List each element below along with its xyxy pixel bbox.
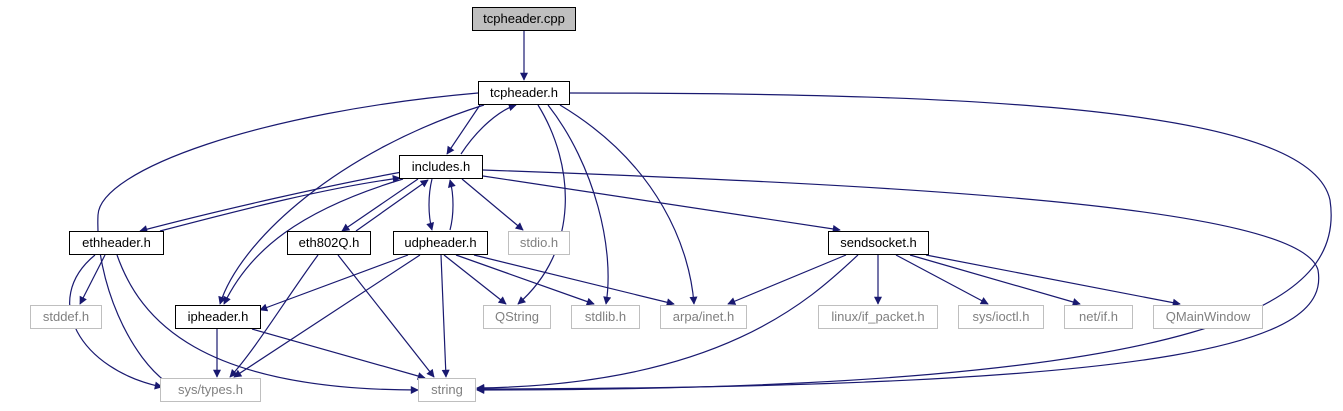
edge-eth802q-h-to-includes-h — [355, 179, 429, 232]
edge-tcpheader-h-to-ipheader-h — [218, 104, 485, 305]
edge-tcpheader-h-to-includes-h — [446, 104, 481, 155]
edge-includes-h-to-udpheader-h — [426, 178, 435, 231]
node-ethheader-h[interactable]: ethheader.h — [69, 231, 164, 255]
edge-udpheader-h-to-sys-types-h — [233, 254, 421, 378]
node-qmainwindow: QMainWindow — [1153, 305, 1263, 329]
dependency-edges — [69, 31, 1332, 394]
node-udpheader-h[interactable]: udpheader.h — [393, 231, 488, 255]
edge-sendsocket-h-to-net-if-h — [909, 254, 1081, 306]
edge-includes-h-to-ipheader-h — [223, 178, 404, 305]
edge-udpheader-h-to-stdlib-h — [455, 254, 595, 306]
node-sys-ioctl-h: sys/ioctl.h — [958, 305, 1044, 329]
edge-eth802q-h-to-string — [337, 254, 435, 378]
node-linux-if-packet-h: linux/if_packet.h — [818, 305, 938, 329]
node-eth802q-h[interactable]: eth802Q.h — [287, 231, 371, 255]
node-tcpheader-cpp: tcpheader.cpp — [472, 7, 576, 31]
node-net-if-h: net/if.h — [1064, 305, 1133, 329]
edge-udpheader-h-to-includes-h — [447, 179, 456, 231]
edge-udpheader-h-to-ipheader-h — [259, 254, 409, 312]
edge-udpheader-h-to-arpa-inet-h — [473, 254, 675, 307]
node-sys-types-h: sys/types.h — [160, 378, 261, 402]
edge-sendsocket-h-to-arpa-inet-h — [727, 254, 847, 305]
edge-tcpheader-h-to-stdlib-h — [547, 104, 612, 305]
edge-includes-h-to-eth802q-h — [341, 178, 419, 232]
edge-tcpheader-h-to-sys-types-h — [97, 92, 479, 387]
node-stdlib-h: stdlib.h — [571, 305, 640, 329]
edge-sendsocket-h-to-string — [476, 254, 859, 392]
edge-eth802q-h-to-sys-types-h — [229, 254, 319, 378]
edge-ethheader-h-to-string — [116, 254, 419, 394]
node-sendsocket-h[interactable]: sendsocket.h — [828, 231, 929, 255]
edge-ethheader-h-to-sys-types-h — [69, 254, 163, 390]
edge-ethheader-h-to-stddef-h — [79, 254, 106, 305]
edge-includes-h-to-ethheader-h — [139, 171, 403, 234]
node-qstring: QString — [483, 305, 551, 329]
node-ipheader-h[interactable]: ipheader.h — [175, 305, 261, 329]
node-tcpheader-h[interactable]: tcpheader.h — [478, 81, 570, 105]
node-arpa-inet-h: arpa/inet.h — [660, 305, 747, 329]
edge-includes-h-to-tcpheader-h — [460, 103, 517, 155]
edge-includes-h-to-string — [476, 169, 1320, 393]
node-includes-h[interactable]: includes.h — [399, 155, 483, 179]
edge-sendsocket-h-to-qmainwindow — [925, 254, 1181, 307]
edge-tcpheader-h-to-string — [476, 92, 1332, 394]
edge-sendsocket-h-to-sys-ioctl-h — [895, 254, 989, 305]
edge-udpheader-h-to-string — [440, 254, 450, 378]
node-string: string — [418, 378, 476, 402]
edge-includes-h-to-sendsocket-h — [482, 175, 841, 233]
node-stdio-h: stdio.h — [508, 231, 570, 255]
node-stddef-h: stddef.h — [30, 305, 102, 329]
edge-udpheader-h-to-qstring — [443, 254, 507, 305]
edge-includes-h-to-stdio-h — [461, 178, 524, 231]
edge-tcpheader-h-to-arpa-inet-h — [559, 104, 698, 305]
edge-ethheader-h-to-includes-h — [159, 174, 401, 232]
edge-tcpheader-h-to-qstring — [517, 104, 566, 305]
edge-ipheader-h-to-string — [251, 328, 426, 380]
